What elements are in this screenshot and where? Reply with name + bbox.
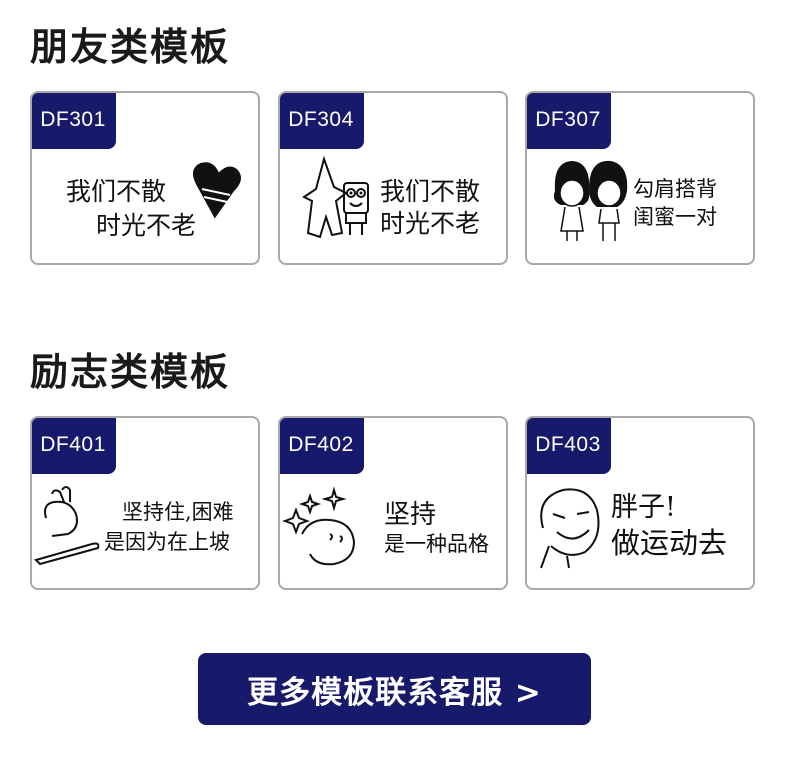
template-phrase-line2: 是一种品格	[384, 532, 489, 556]
template-code-badge: DF301	[32, 93, 116, 149]
template-card-df403[interactable]: DF403 胖子! 做运动去	[525, 416, 755, 590]
template-card-df402[interactable]: DF402 坚持 是一种品格	[278, 416, 508, 590]
template-card-df304[interactable]: DF304 我们不散 时光不老	[278, 91, 508, 265]
template-phrase-line2: 时光不老	[96, 211, 197, 240]
contact-support-button[interactable]: 更多模板联系客服 >	[198, 653, 591, 725]
section-title-motivational: 励志类模板	[30, 350, 231, 394]
section-title-friends: 朋友类模板	[30, 25, 231, 69]
template-phrase-line1: 坚持	[384, 500, 437, 530]
rabbit-sparkle-icon	[282, 486, 356, 566]
template-phrase-line2: 做运动去	[611, 526, 728, 560]
template-card-df401[interactable]: DF401 坚持住,困难 是因为在上坡	[30, 416, 260, 590]
template-code-badge: DF401	[32, 418, 116, 474]
smiley-face-icon	[540, 488, 600, 569]
template-card-df307[interactable]: DF307 勾肩搭背 闺蜜一对	[525, 91, 755, 265]
template-phrase-line1: 勾肩搭背	[633, 177, 717, 201]
template-code-badge: DF307	[527, 93, 611, 149]
heart-icon	[192, 162, 242, 219]
template-phrase-line2: 是因为在上坡	[104, 530, 230, 554]
template-phrase-line1: 坚持住,困难	[122, 500, 234, 524]
template-code-badge: DF402	[280, 418, 364, 474]
template-code-badge: DF403	[527, 418, 611, 474]
two-girls-icon	[553, 160, 628, 241]
rabbit-surfing-icon	[34, 486, 100, 566]
cartoon-friends-icon	[302, 155, 369, 239]
template-phrase-line1: 我们不散	[66, 177, 167, 206]
template-phrase-line1: 我们不散	[380, 177, 481, 206]
template-phrase-line1: 胖子!	[611, 492, 676, 523]
template-card-df301[interactable]: DF301 我们不散 时光不老	[30, 91, 260, 265]
template-code-badge: DF304	[280, 93, 364, 149]
template-phrase-line2: 时光不老	[380, 209, 481, 238]
template-phrase-line2: 闺蜜一对	[633, 205, 717, 229]
